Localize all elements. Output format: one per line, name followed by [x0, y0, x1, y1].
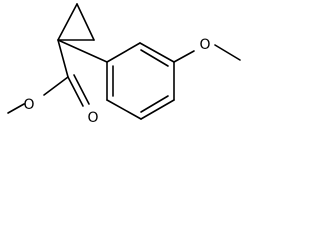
aryl-o-bond [173, 50, 195, 63]
cyclopropane-bond [57, 3, 78, 41]
methoxy-methyl-bond [214, 44, 241, 61]
ester-c-o-bond [43, 76, 69, 96]
benzene-bond [140, 99, 175, 120]
benzene-inner-bond [140, 49, 169, 67]
benzene-bond [106, 42, 141, 63]
structure-canvas: O O O [0, 0, 248, 130]
ester-o-methyl-bond [7, 103, 25, 114]
ester-oxygen-label: O [23, 97, 34, 113]
benzene-inner-bond [140, 95, 169, 113]
c-aryl-bond [57, 39, 108, 63]
chemical-structure: O O O [7, 3, 241, 126]
benzene-bond [106, 99, 142, 120]
methoxy-oxygen-label: O [199, 37, 210, 53]
carbonyl-double-bond [67, 76, 84, 107]
carbonyl-double-bond [73, 74, 90, 105]
c-c-bond [57, 39, 69, 78]
benzene-bond [139, 42, 175, 63]
cyclopropane-bond [76, 3, 95, 41]
carbonyl-oxygen-label: O [87, 110, 98, 126]
